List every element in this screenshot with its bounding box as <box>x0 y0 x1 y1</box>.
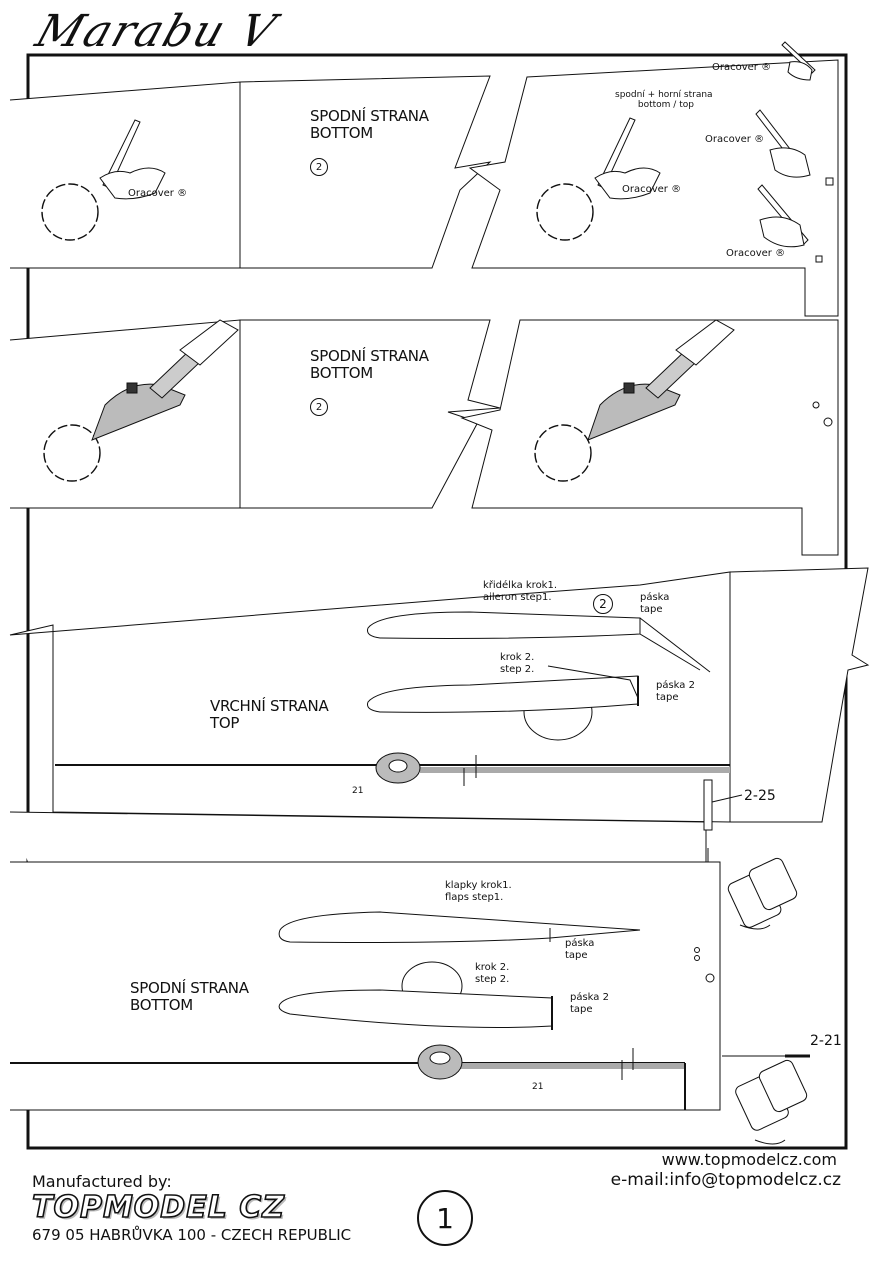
aileron-step1-label: křidélka krok1. aileron step1. <box>483 580 558 603</box>
step2-label: krok 2. step 2. <box>475 962 510 985</box>
hinge-circle <box>43 424 101 482</box>
oracover-label: Oracover ® <box>705 134 765 145</box>
hinge-circle <box>534 424 592 482</box>
pin-hole <box>812 401 820 409</box>
email-link[interactable]: e-mail:info@topmodelcz.cz <box>610 1170 841 1190</box>
hand-knife-icon <box>757 184 809 248</box>
page-title: Marabu V <box>29 6 284 57</box>
row2-right-panel <box>460 319 839 556</box>
part-label-2-21: 2-21 <box>810 1033 842 1049</box>
top-wing-heading: VRCHNÍ STRANA TOP <box>210 697 329 733</box>
knife-tip <box>825 177 834 186</box>
airfoil-aileron-step1 <box>367 611 641 639</box>
manufactured-by: Manufactured by: <box>32 1172 172 1191</box>
row2-step: 2 <box>310 398 328 416</box>
pin-hole <box>823 417 833 427</box>
hand-knife-icon <box>594 117 661 200</box>
row1-step: 2 <box>310 158 328 176</box>
row2-heading: SPODNÍ STRANA BOTTOM <box>310 347 429 383</box>
tape1-label: páska tape <box>565 938 595 961</box>
website-link[interactable]: www.topmodelcz.com <box>661 1150 837 1169</box>
page-number: 1 <box>417 1190 473 1246</box>
hand-knife-icon <box>781 41 816 81</box>
knife-tip <box>815 255 823 263</box>
iron-icon <box>91 319 239 441</box>
row2-mid-panel <box>239 319 501 509</box>
tape2-label: páska 2 tape <box>570 992 609 1015</box>
airfoil-aileron-step2 <box>367 675 639 713</box>
step2-label: krok 2. step 2. <box>500 652 535 675</box>
step-marker: 2 <box>593 594 613 614</box>
row1-note: spodní + horní strana bottom / top <box>615 90 713 111</box>
oracover-label: Oracover ® <box>726 248 786 259</box>
hand-knife-icon <box>99 119 166 200</box>
row1-right-panel <box>468 59 839 317</box>
address: 679 05 HABRŮVKA 100 - CZECH REPUBLIC <box>32 1226 352 1244</box>
oracover-label: Oracover ® <box>712 62 772 73</box>
flaps-step1-label: klapky krok1. flaps step1. <box>445 880 512 903</box>
small-mark: 21 <box>532 1082 544 1092</box>
small-mark: 21 <box>352 786 364 796</box>
glue-bottle-icon <box>707 848 798 928</box>
hinge-circle <box>536 183 594 241</box>
hand-knife-icon <box>755 109 811 178</box>
oracover-label: Oracover ® <box>622 184 682 195</box>
row1-heading: SPODNÍ STRANA BOTTOM <box>310 107 429 143</box>
bottom-wing-panel <box>10 861 721 1111</box>
tape2-label: páska 2 tape <box>656 680 695 703</box>
glue-bottle-icon <box>735 1059 808 1131</box>
iron-icon <box>587 319 735 441</box>
brand-logo: TOPMODEL CZ <box>31 1189 286 1226</box>
part-label-2-25: 2-25 <box>744 788 776 804</box>
row1-mid-panel <box>239 75 492 269</box>
hinge-circle <box>41 183 99 241</box>
airfoil-flaps-step2 <box>278 989 553 1028</box>
tape1-label: páska tape <box>640 592 670 615</box>
oracover-label: Oracover ® <box>128 188 188 199</box>
bottom-wing-heading: SPODNÍ STRANA BOTTOM <box>130 979 249 1015</box>
